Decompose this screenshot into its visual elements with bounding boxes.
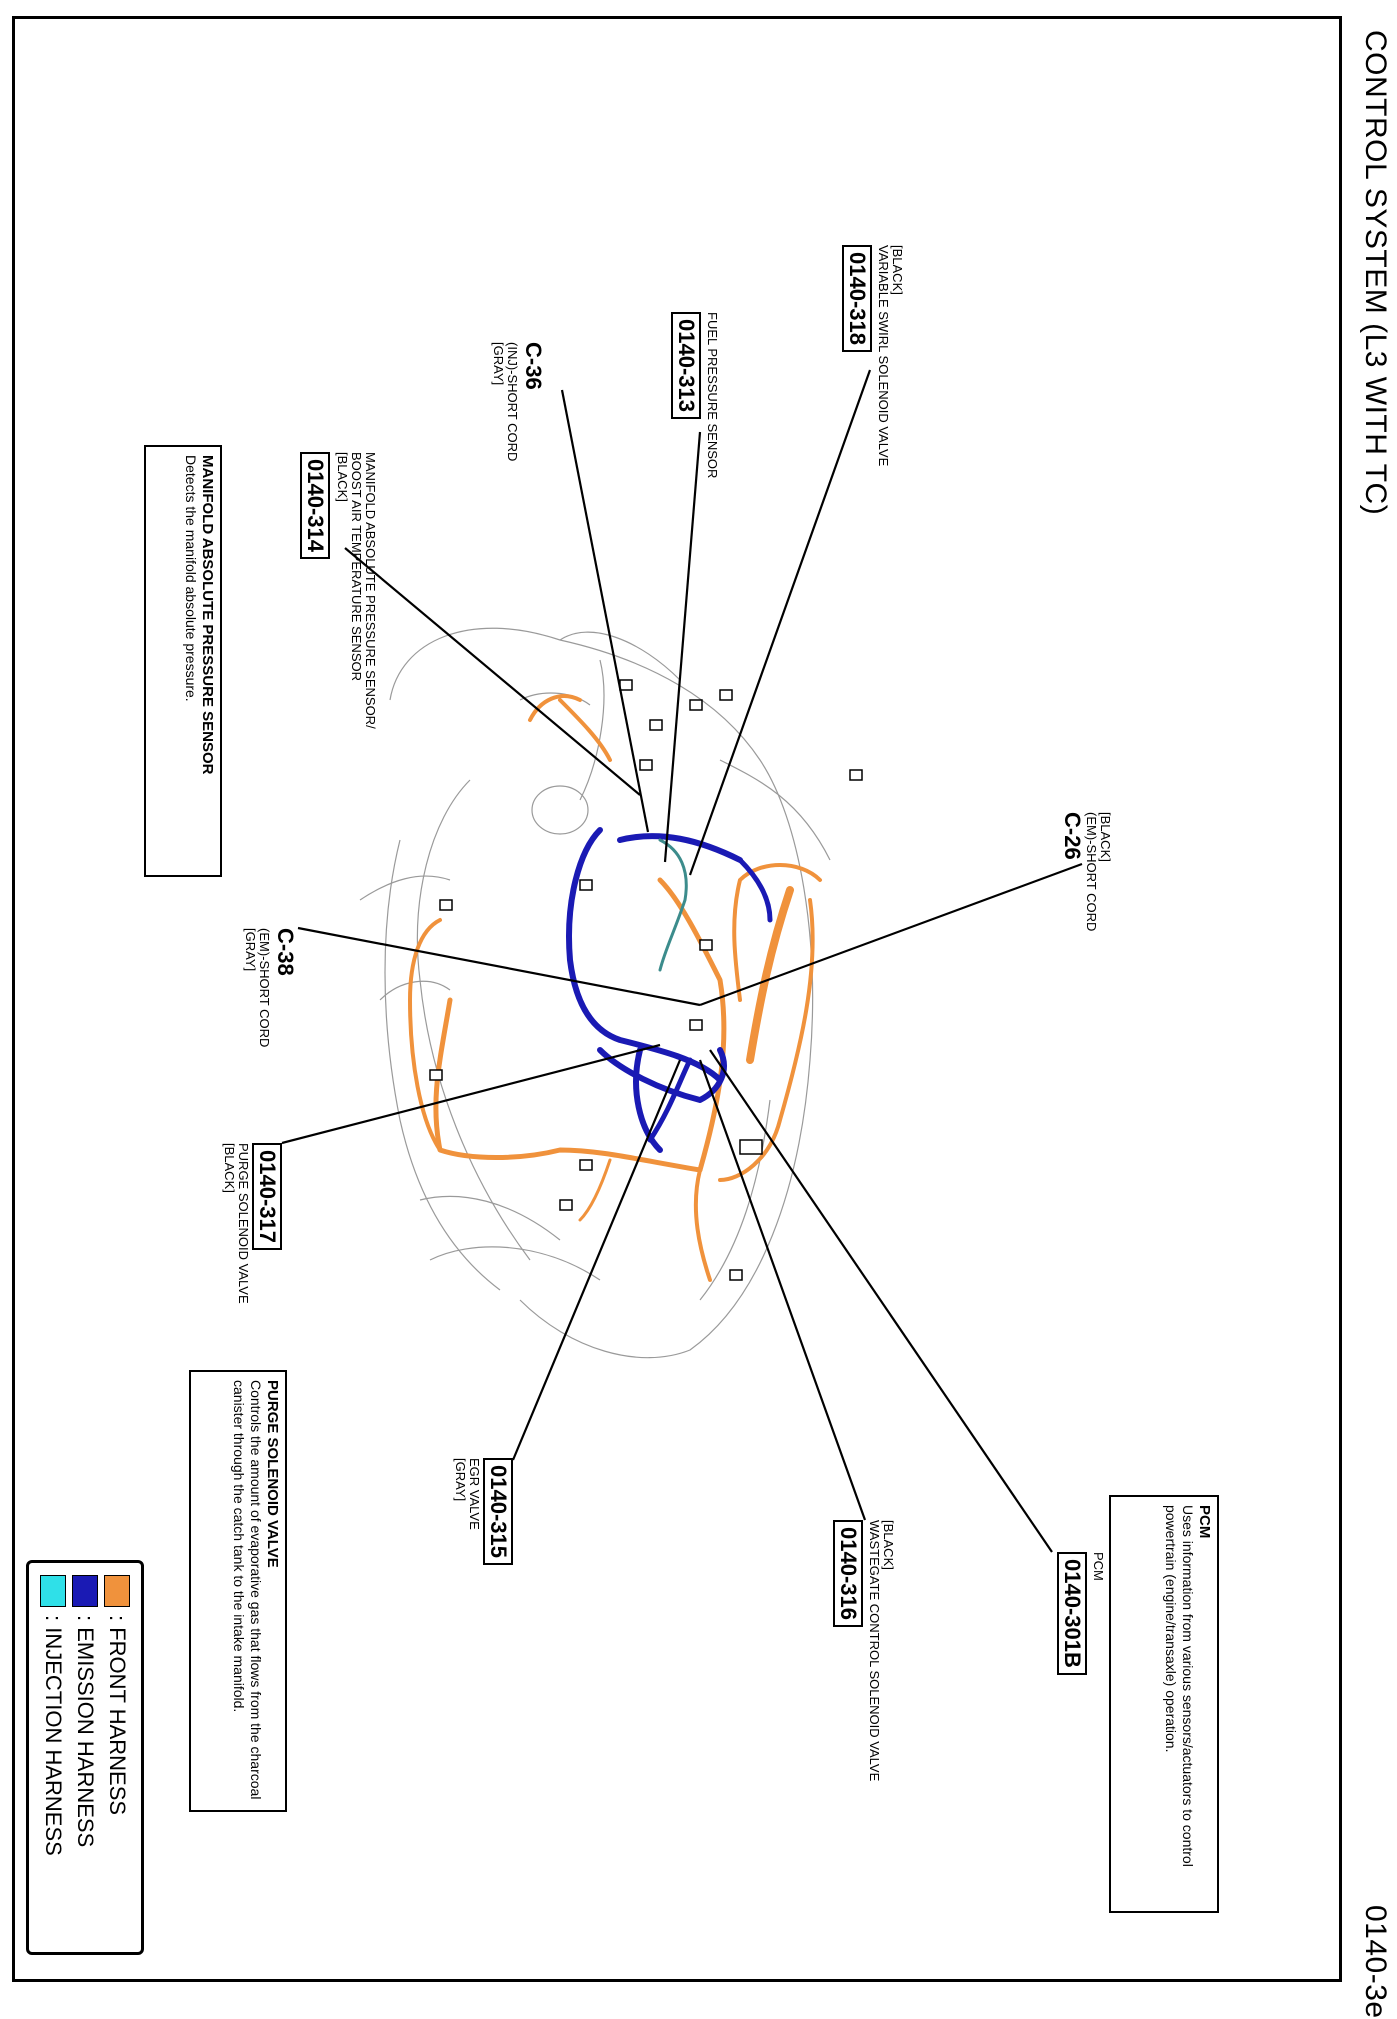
leader-lines — [281, 369, 1083, 1553]
callout-c-26-line2: [BLACK] — [1098, 812, 1113, 862]
callout-c-38-code: C-38 — [273, 928, 298, 976]
connectors — [429, 679, 863, 1281]
callout-0140-316-line1: [BLACK] — [881, 1520, 896, 1570]
callout-c-38-line2: [GRAY] — [243, 928, 258, 972]
callout-0140-301b-line1: PCM — [1091, 1552, 1106, 1581]
callout-c-38-line1: (EM)-SHORT CORD — [257, 928, 272, 1048]
callout-0140-315-line1: EGR VALVE — [467, 1458, 482, 1530]
desc-map-title: MANIFOLD ABSOLUTE PRESSURE SENSOR — [199, 455, 216, 775]
callout-0140-315-line2: [GRAY] — [453, 1458, 468, 1502]
leader-c-26 — [699, 862, 1083, 1007]
callout-0140-314-line3: [BLACK] — [335, 452, 350, 502]
legend-item-front: : FRONT HARNESS — [101, 1575, 133, 1940]
callout-0140-318-line1: [BLACK] — [890, 245, 905, 295]
callout-0140-317-line2: [BLACK] — [222, 1143, 237, 1193]
callout-c-26-code: C-26 — [1060, 812, 1085, 860]
leader-0140-301b — [709, 1049, 1053, 1553]
leader-0140-317 — [281, 1043, 661, 1145]
callout-0140-316-code: 0140-316 — [833, 1520, 863, 1627]
desc-purge-solenoid-valve: PURGE SOLENOID VALVE Controls the amount… — [189, 1370, 287, 1812]
legend-swatch-front — [104, 1575, 130, 1607]
callout-0140-314-line2: BOOST AIR TEMPERATURE SENSOR — [349, 452, 364, 681]
callout-0140-301b-code: 0140-301B — [1057, 1552, 1087, 1675]
leader-0140-316 — [698, 1059, 867, 1521]
legend-label-front: : FRONT HARNESS — [105, 1615, 130, 1816]
callout-0140-313-code: 0140-313 — [671, 312, 701, 419]
injection-harness — [658, 838, 688, 972]
legend-swatch-injection — [40, 1575, 66, 1607]
callout-c-26-line1: (EM)-SHORT CORD — [1084, 812, 1099, 932]
callout-0140-317-code: 0140-317 — [252, 1143, 282, 1250]
callout-0140-314-code: 0140-314 — [300, 452, 330, 559]
leader-0140-318 — [688, 369, 872, 876]
leader-0140-313 — [663, 431, 702, 863]
callout-c-36-line2: [GRAY] — [491, 342, 506, 386]
callout-0140-316-line2: WASTEGATE CONTROL SOLENOID VALVE — [867, 1520, 882, 1782]
callout-c-36-code: C-36 — [521, 342, 546, 390]
callout-0140-318-line2: VARIABLE SWIRL SOLENOID VALVE — [876, 245, 891, 467]
legend-label-emission: : EMISSION HARNESS — [73, 1615, 98, 1848]
desc-purge-title: PURGE SOLENOID VALVE — [264, 1380, 281, 1568]
desc-map-text: Detects the manifold absolute pressure. — [183, 455, 199, 702]
legend-label-injection: : INJECTION HARNESS — [41, 1615, 66, 1856]
desc-pcm: PCM Uses information from various sensor… — [1109, 1495, 1219, 1913]
leader-c-36 — [560, 389, 650, 833]
emission-harness — [566, 827, 773, 1153]
desc-manifold-absolute-pressure-sensor: MANIFOLD ABSOLUTE PRESSURE SENSOR Detect… — [144, 445, 222, 877]
desc-pcm-text: Uses information from various sensors/ac… — [1163, 1505, 1196, 1867]
callout-0140-315-code: 0140-315 — [483, 1458, 513, 1565]
vehicle-outline — [359, 627, 831, 1359]
leader-c-38 — [297, 926, 701, 1007]
page-frame — [12, 16, 1342, 1982]
legend-swatch-emission — [72, 1575, 98, 1607]
callout-0140-318-code: 0140-318 — [842, 245, 872, 352]
callout-0140-314-line1: MANIFOLD ABSOLUTE PRESSURE SENSOR/ — [363, 452, 378, 729]
harness-legend: : FRONT HARNESS : EMISSION HARNESS : INJ… — [26, 1560, 144, 1955]
callout-0140-313-line1: FUEL PRESSURE SENSOR — [705, 312, 720, 479]
desc-purge-text: Controls the amount of evaporative gas t… — [231, 1380, 264, 1800]
callout-c-36-line1: (INJ)-SHORT CORD — [505, 342, 520, 462]
leader-0140-314 — [344, 547, 641, 796]
callout-0140-317-line1: PURGE SOLENOID VALVE — [236, 1143, 251, 1304]
legend-item-emission: : EMISSION HARNESS — [69, 1575, 101, 1940]
desc-pcm-title: PCM — [1196, 1505, 1213, 1539]
legend-item-injection: : INJECTION HARNESS — [37, 1575, 69, 1940]
leader-0140-315 — [511, 1059, 682, 1461]
